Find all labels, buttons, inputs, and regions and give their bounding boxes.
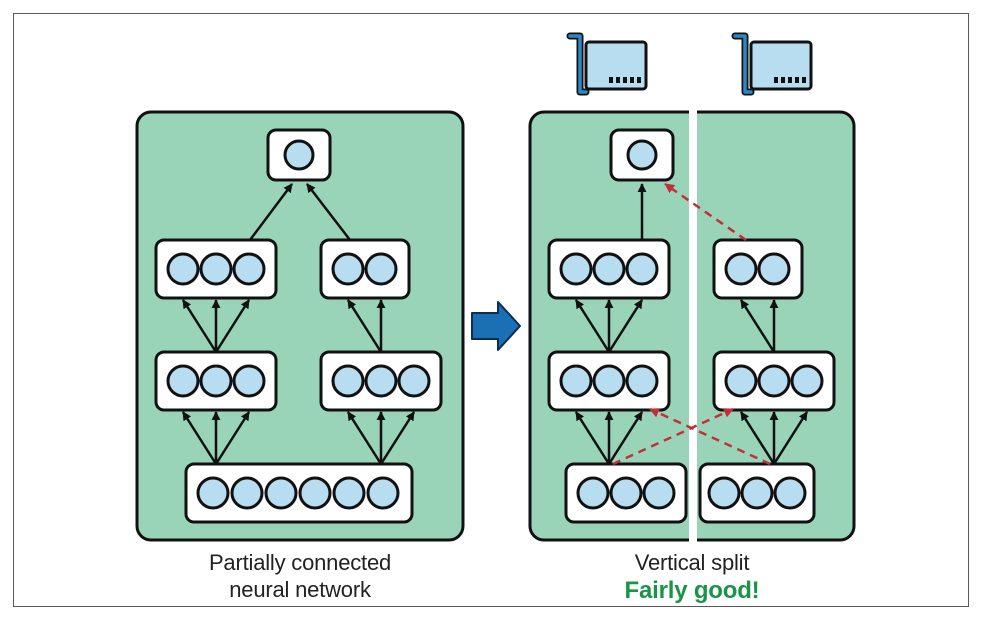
right-caption-line1: Vertical split [634, 550, 750, 575]
right-hidden2-layer-b [712, 238, 804, 300]
left-caption-line1: Partially connected [208, 550, 392, 575]
right-input-layer-b [698, 462, 816, 524]
right-hidden1-layer-b [712, 350, 836, 412]
gpu-card-icon [566, 32, 648, 96]
left-hidden1-layer-b [319, 350, 443, 412]
right-network-panel [528, 110, 856, 542]
figure-frame [13, 13, 969, 607]
right-hidden1-layer-a [547, 350, 671, 412]
vertical-split-divider [689, 110, 697, 542]
right-local-edges [574, 183, 809, 465]
left-hidden1-layer-a [154, 350, 278, 412]
right-caption: Vertical split Fairly good! [530, 549, 854, 606]
left-network-panel [135, 110, 465, 542]
right-cross-device-edges [612, 182, 771, 466]
right-input-layer-a [564, 462, 688, 524]
left-caption-line2: neural network [229, 577, 371, 602]
right-hidden2-layer-a [547, 238, 671, 300]
gpu-card-icon [731, 32, 813, 96]
right-arrow-icon [471, 301, 521, 351]
left-input-layer [184, 462, 414, 524]
left-hidden2-layer-a [154, 238, 278, 300]
right-output-layer [609, 128, 675, 182]
left-hidden2-layer-b [319, 238, 411, 300]
left-edges [181, 183, 416, 465]
left-caption: Partially connected neural network [137, 549, 463, 603]
verdict-label: Fairly good! [624, 577, 760, 604]
left-output-layer [266, 128, 332, 182]
